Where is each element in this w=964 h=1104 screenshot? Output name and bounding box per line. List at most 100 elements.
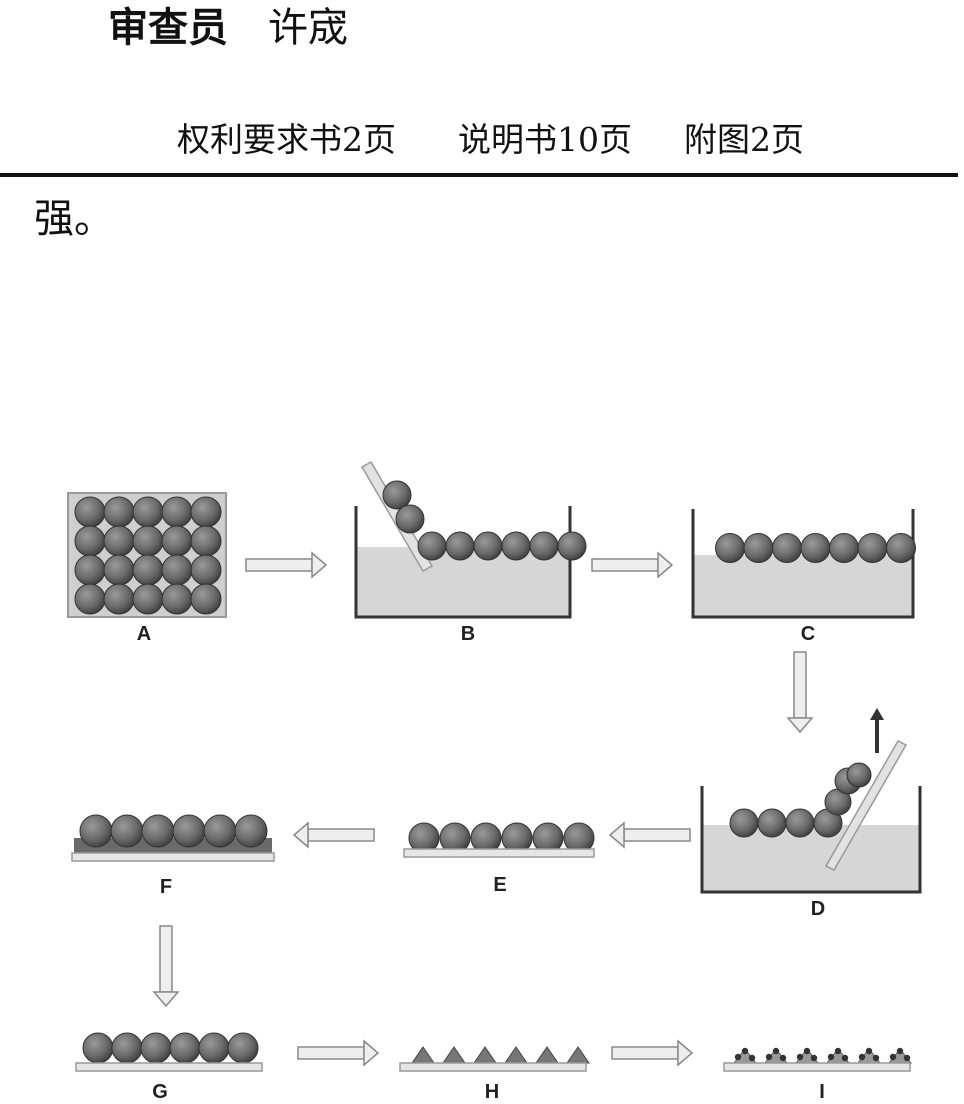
sphere xyxy=(103,583,135,615)
step-label-i: I xyxy=(819,1081,825,1103)
step-label-e: E xyxy=(493,874,506,896)
nanoparticle-dot xyxy=(889,1053,897,1061)
nanoparticle-dot xyxy=(772,1047,780,1055)
step-d-beaker xyxy=(700,708,922,894)
sphere xyxy=(198,1032,230,1064)
sphere xyxy=(161,525,193,557)
sphere xyxy=(203,814,237,848)
step-c-beaker xyxy=(691,509,916,619)
sphere xyxy=(190,583,222,615)
sphere xyxy=(74,554,106,586)
triangle-nanostructure xyxy=(535,1046,559,1064)
step-label-b: B xyxy=(461,623,475,645)
sphere xyxy=(103,496,135,528)
nanoparticle-dot xyxy=(741,1047,749,1055)
sphere xyxy=(743,533,774,563)
sphere xyxy=(161,583,193,615)
sphere xyxy=(757,808,787,838)
sphere xyxy=(132,583,164,615)
sphere xyxy=(132,525,164,557)
sphere xyxy=(74,583,106,615)
sphere xyxy=(395,504,425,534)
sphere xyxy=(417,531,447,561)
body-text-fragment: 强。 xyxy=(34,196,114,242)
sphere xyxy=(79,814,113,848)
step-i-substrate xyxy=(723,1047,913,1072)
sphere xyxy=(132,496,164,528)
sphere xyxy=(140,1032,172,1064)
step-e-substrate xyxy=(403,822,595,858)
step-label-a: A xyxy=(137,623,151,645)
sphere xyxy=(190,554,222,586)
sphere xyxy=(234,814,268,848)
arrow-c-to-d xyxy=(787,651,813,733)
nanoparticle-dot xyxy=(779,1054,787,1062)
step-a-sphere-array xyxy=(67,492,227,618)
sphere xyxy=(190,496,222,528)
description-pages: 说明书10页 xyxy=(458,120,632,159)
nanoparticle-dot xyxy=(810,1054,818,1062)
sphere xyxy=(785,808,815,838)
claims-pages: 权利要求书2页 xyxy=(177,120,396,159)
examiner-label: 审查员 xyxy=(108,5,228,51)
sphere xyxy=(857,533,888,563)
step-h-substrate xyxy=(399,1046,590,1072)
sphere xyxy=(74,525,106,557)
sphere xyxy=(529,531,559,561)
nanoparticle-dot xyxy=(865,1047,873,1055)
triangle-nanostructure xyxy=(566,1046,590,1064)
sphere xyxy=(886,533,916,563)
sphere xyxy=(141,814,175,848)
sphere xyxy=(161,496,193,528)
step-label-g: G xyxy=(152,1081,168,1103)
arrow-d-to-e xyxy=(609,822,691,848)
nanoparticle-dot xyxy=(841,1054,849,1062)
drawings-pages: 附图2页 xyxy=(684,120,804,159)
sphere xyxy=(729,808,759,838)
triangle-nanostructure xyxy=(411,1046,435,1064)
examiner-name: 许宬 xyxy=(268,5,348,51)
nanoparticle-dot xyxy=(834,1047,842,1055)
arrow-g-to-h xyxy=(297,1040,379,1066)
sphere xyxy=(445,531,475,561)
step-label-d: D xyxy=(811,898,825,920)
sphere xyxy=(172,814,206,848)
triangle-nanostructure xyxy=(473,1046,497,1064)
triangle-nanostructure xyxy=(442,1046,466,1064)
sphere xyxy=(190,525,222,557)
nanoparticle-dot xyxy=(903,1054,911,1062)
step-b-beaker xyxy=(354,460,587,619)
sphere xyxy=(74,496,106,528)
nanoparticle-dot xyxy=(734,1053,742,1061)
nanoparticle-dot xyxy=(858,1053,866,1061)
nanoparticle-dot xyxy=(803,1047,811,1055)
sphere xyxy=(829,533,859,563)
sphere xyxy=(557,531,587,561)
sphere xyxy=(473,531,503,561)
arrow-f-to-g xyxy=(153,925,179,1007)
sphere xyxy=(103,554,135,586)
step-label-c: C xyxy=(801,623,815,645)
sphere xyxy=(169,1032,201,1064)
sphere xyxy=(501,531,531,561)
sphere xyxy=(800,533,831,563)
step-label-f: F xyxy=(160,876,172,898)
nanoparticle-dot xyxy=(896,1047,904,1055)
arrow-b-to-c xyxy=(591,552,673,578)
examiner-line: 审查员许宬 xyxy=(108,2,348,54)
sphere xyxy=(715,533,745,563)
sphere xyxy=(161,554,193,586)
nanoparticle-dot xyxy=(748,1054,756,1062)
sphere xyxy=(132,554,164,586)
step-label-h: H xyxy=(485,1081,499,1103)
sphere xyxy=(103,525,135,557)
arrow-a-to-b xyxy=(245,552,327,578)
arrow-e-to-f xyxy=(293,822,375,848)
nanoparticle-dot xyxy=(796,1053,804,1061)
sphere xyxy=(82,1032,114,1064)
triangle-nanostructure xyxy=(504,1046,528,1064)
step-f-substrate xyxy=(71,814,275,862)
sphere xyxy=(382,480,412,510)
sphere xyxy=(227,1032,259,1064)
